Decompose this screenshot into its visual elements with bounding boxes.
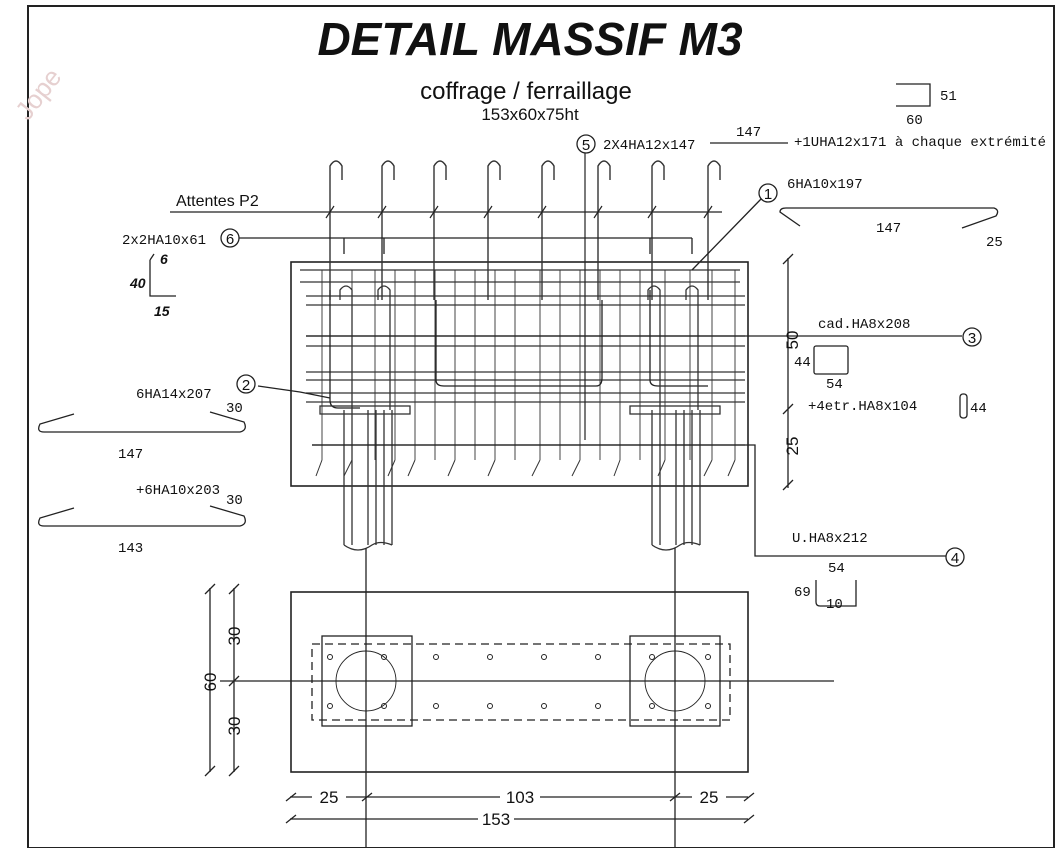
mark-circles	[220, 134, 982, 567]
bar4-label: U.HA8x212	[792, 531, 868, 547]
attentes-ticks	[325, 205, 713, 219]
attentes-label: Attentes P2	[176, 193, 259, 210]
bar2b-hook: 30	[226, 493, 243, 509]
bar4-dim-b: 69	[794, 585, 811, 601]
loop-left-stirrup	[329, 290, 360, 409]
plan-bar-dots	[327, 654, 711, 709]
mark-5: 5	[582, 137, 590, 154]
elevation-ties	[315, 459, 736, 477]
bar6-dim-a: 6	[160, 251, 168, 267]
bar2-leader	[257, 385, 331, 399]
bar5-extra: +1UHA12x171 à chaque extrémité	[794, 135, 1046, 151]
mark-2: 2	[242, 377, 250, 394]
plan-dim-middle: 103	[506, 788, 534, 807]
bar3-label: cad.HA8x208	[818, 317, 910, 333]
plan-dim-half-bottom: 30	[225, 717, 244, 736]
drawing-subtitle: coffrage / ferraillage	[420, 78, 632, 105]
pile-right	[629, 285, 721, 551]
elevation-dim-top: 50	[783, 331, 802, 350]
plan-dim-right: 25	[700, 788, 719, 807]
bar6-dim-c: 15	[154, 303, 170, 319]
plan-horizontal-dims	[285, 792, 755, 824]
plan-dim-overall: 153	[482, 810, 510, 829]
plan-dim-left: 25	[320, 788, 339, 807]
shape-bar3	[813, 345, 849, 375]
bar4-leader	[312, 444, 946, 557]
bar4-dim-a: 54	[828, 561, 845, 577]
bar2-label: 6HA14x207	[136, 387, 212, 403]
bar4-dim-c: 10	[826, 597, 843, 613]
loop-right-stirrup	[649, 290, 708, 387]
watermark: Jope	[9, 62, 67, 125]
bar1-label: 6HA10x197	[787, 177, 863, 193]
bar5-length: 147	[736, 125, 761, 141]
starter-bars	[329, 160, 721, 300]
elevation-vertical-bars	[321, 270, 736, 460]
plan-dim-half-top: 30	[225, 627, 244, 646]
bar2-hook: 30	[226, 401, 243, 417]
plan-view	[204, 548, 834, 848]
elevation-outline	[290, 261, 749, 487]
shape-bar1	[779, 207, 999, 229]
shape-bar6	[149, 253, 176, 297]
bar2b-length: 143	[118, 541, 143, 557]
mark-6: 6	[226, 231, 234, 248]
elevation-dim-line	[782, 253, 794, 491]
elevation-view	[170, 152, 962, 557]
bar3-dim-b: 54	[826, 377, 843, 393]
plan-vertical-dims	[204, 583, 240, 777]
mark-3: 3	[968, 330, 976, 347]
shape-bar5	[896, 83, 931, 107]
shape-bar2	[38, 411, 246, 433]
bar-shapes	[38, 83, 999, 607]
shape-bar3-stirrup	[959, 393, 968, 419]
shape-bar2b	[38, 505, 246, 527]
mark-4: 4	[951, 550, 959, 567]
bar1-leader	[691, 197, 763, 271]
drawing-title: DETAIL MASSIF M3	[317, 13, 743, 65]
bar1-length: 147	[876, 221, 901, 237]
bar6-label: 2x2HA10x61	[122, 233, 206, 249]
elevation-horizontal-bars	[300, 269, 745, 446]
elevation-dim-bottom: 25	[783, 437, 802, 456]
mark-1: 1	[764, 186, 772, 203]
bar6-leader	[238, 237, 693, 254]
bar3-dim-a: 44	[794, 355, 811, 371]
bar3-extra: +4etr.HA8x104	[808, 399, 917, 415]
block-dimensions: 153x60x75ht	[481, 105, 579, 124]
bar5-label: 2X4HA12x147	[603, 138, 695, 154]
bar2b-label: +6HA10x203	[136, 483, 220, 499]
bar1-hook: 25	[986, 235, 1003, 251]
bar3-extra-length: 44	[970, 401, 987, 417]
loop-center-stirrup	[435, 300, 603, 387]
plan-dim-total: 60	[201, 673, 220, 692]
plan-dashed-cage	[311, 643, 731, 721]
plan-outline	[290, 591, 749, 773]
bar5-shape-width: 60	[906, 113, 923, 129]
bar5-shape-height: 51	[940, 89, 957, 105]
sheet-frame	[27, 5, 1055, 848]
bar6-dim-b: 40	[129, 275, 146, 291]
bar2-length: 147	[118, 447, 143, 463]
pile-left	[319, 285, 411, 551]
shape-bar4	[815, 580, 857, 607]
